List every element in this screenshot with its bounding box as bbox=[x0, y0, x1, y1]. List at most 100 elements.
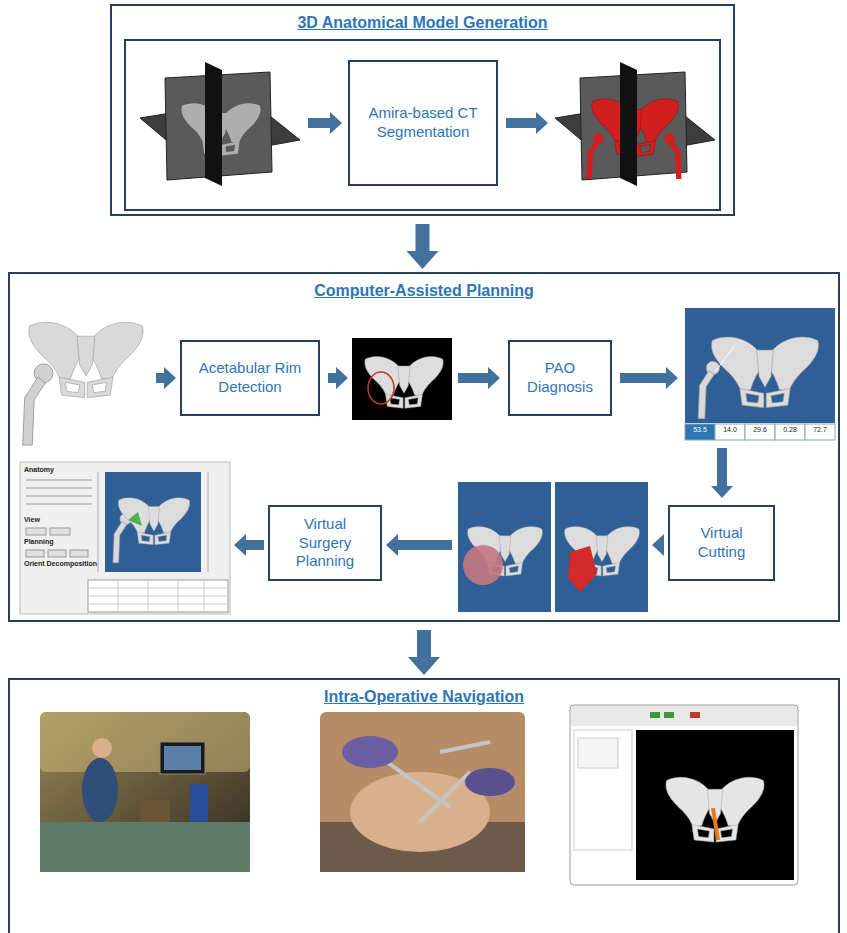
process-box: PAO Diagnosis bbox=[508, 340, 612, 416]
table-cell: 53.5 bbox=[685, 426, 715, 434]
illustration-part bbox=[118, 580, 119, 612]
table-cell: 14.0 bbox=[715, 426, 745, 434]
stage-panel: Intra-Operative Navigation bbox=[8, 678, 840, 933]
illustration-part bbox=[88, 580, 228, 612]
ct-volume-image bbox=[140, 62, 300, 186]
stage-connector bbox=[408, 630, 440, 675]
flow-arrow bbox=[506, 112, 548, 134]
illustration-part bbox=[685, 424, 715, 440]
process-box: Virtual Surgery Planning bbox=[268, 505, 382, 581]
virtual-cutting-image bbox=[458, 482, 648, 612]
illustration-part bbox=[352, 338, 452, 420]
box-label: Acetabular Rim Detection bbox=[188, 359, 312, 397]
arrow-head bbox=[408, 657, 440, 675]
illustration-part bbox=[205, 62, 222, 186]
illustration-part bbox=[578, 738, 618, 768]
illustration-part bbox=[568, 546, 597, 592]
table-cell: 0.28 bbox=[775, 426, 805, 434]
illustration-part bbox=[715, 424, 745, 440]
arrow-head bbox=[407, 251, 439, 269]
illustration-part bbox=[368, 372, 394, 404]
illustration-part bbox=[587, 133, 604, 179]
stage-title: Computer-Assisted Planning bbox=[10, 282, 838, 300]
illustration-part bbox=[690, 712, 700, 718]
illustration-part bbox=[715, 345, 735, 372]
illustration-part bbox=[208, 472, 209, 572]
illustration-part bbox=[148, 580, 149, 612]
illustration-part bbox=[29, 322, 143, 397]
connector-shaft bbox=[416, 224, 430, 252]
flow-arrow bbox=[156, 367, 176, 389]
illustration-part bbox=[463, 545, 503, 585]
illustration-part bbox=[88, 588, 228, 589]
illustration-part bbox=[365, 356, 443, 408]
illustration-part bbox=[40, 822, 250, 872]
illustration-part bbox=[650, 712, 660, 718]
process-box: Acetabular Rim Detection bbox=[180, 340, 320, 416]
process-box: Amira-based CT Segmentation bbox=[348, 60, 498, 186]
illustration-part bbox=[320, 712, 525, 872]
illustration-part bbox=[128, 512, 142, 526]
illustration-part bbox=[23, 364, 53, 445]
illustration-part bbox=[26, 504, 92, 505]
illustration-part bbox=[380, 757, 450, 807]
stage-title: Intra-Operative Navigation bbox=[10, 688, 838, 706]
stage-title: 3D Anatomical Model Generation bbox=[112, 14, 733, 32]
illustration-part bbox=[26, 480, 92, 481]
illustration-part bbox=[98, 472, 99, 572]
stage-panel: Computer-Assisted PlanningAcetabular Rim… bbox=[8, 272, 840, 622]
panel-heading: Anatomy bbox=[24, 466, 94, 474]
flow-arrow bbox=[711, 448, 733, 498]
illustration-part bbox=[178, 580, 179, 612]
inner-frame bbox=[125, 40, 720, 210]
stage-panel: 3D Anatomical Model GenerationAmira-base… bbox=[110, 4, 735, 216]
illustration-part bbox=[574, 730, 632, 850]
illustration-part bbox=[620, 62, 637, 186]
illustration-part bbox=[118, 498, 189, 545]
flow-arrow bbox=[458, 367, 500, 389]
flow-arrow bbox=[328, 367, 348, 389]
table-cell: 29.6 bbox=[745, 426, 775, 434]
illustration-part bbox=[164, 746, 201, 770]
illustration-part bbox=[711, 337, 818, 408]
illustration-part bbox=[775, 424, 805, 440]
panel-heading: Planning bbox=[24, 538, 94, 546]
illustration-part bbox=[685, 308, 835, 423]
pelvis-model bbox=[23, 322, 143, 445]
illustration-part bbox=[713, 808, 718, 840]
illustration-part bbox=[70, 550, 88, 557]
illustration-part bbox=[26, 528, 46, 535]
illustration-part bbox=[105, 472, 201, 572]
panel-heading: View bbox=[24, 516, 94, 524]
illustration-part bbox=[636, 730, 794, 880]
illustration-part bbox=[805, 424, 835, 440]
box-label: PAO Diagnosis bbox=[516, 359, 604, 397]
surgery-photo bbox=[320, 712, 525, 872]
operating-room-photo bbox=[40, 712, 250, 872]
process-box: Virtual Cutting bbox=[668, 505, 775, 581]
illustration-part bbox=[664, 712, 674, 718]
illustration-part bbox=[48, 550, 66, 557]
panel-heading: Orient Decomposition bbox=[24, 560, 102, 568]
illustration-part bbox=[26, 550, 44, 557]
illustration-part bbox=[204, 580, 205, 612]
illustration-part bbox=[50, 528, 70, 535]
illustration-part bbox=[570, 705, 798, 885]
illustration-part bbox=[440, 742, 490, 752]
illustration-part bbox=[26, 496, 92, 497]
illustration-part bbox=[745, 424, 775, 440]
flow-arrow bbox=[234, 534, 264, 556]
box-label: Amira-based CT Segmentation bbox=[356, 104, 490, 142]
illustration-part bbox=[20, 462, 230, 614]
connector-shaft bbox=[417, 630, 431, 658]
illustration-part bbox=[190, 784, 208, 822]
illustration-part bbox=[664, 133, 681, 179]
table-cell: 72.7 bbox=[805, 426, 835, 434]
illustration-part bbox=[342, 736, 398, 768]
illustration-part bbox=[140, 800, 170, 822]
navigation-screen bbox=[570, 705, 798, 885]
illustration-part bbox=[420, 772, 470, 822]
flow-arrow bbox=[652, 534, 664, 556]
